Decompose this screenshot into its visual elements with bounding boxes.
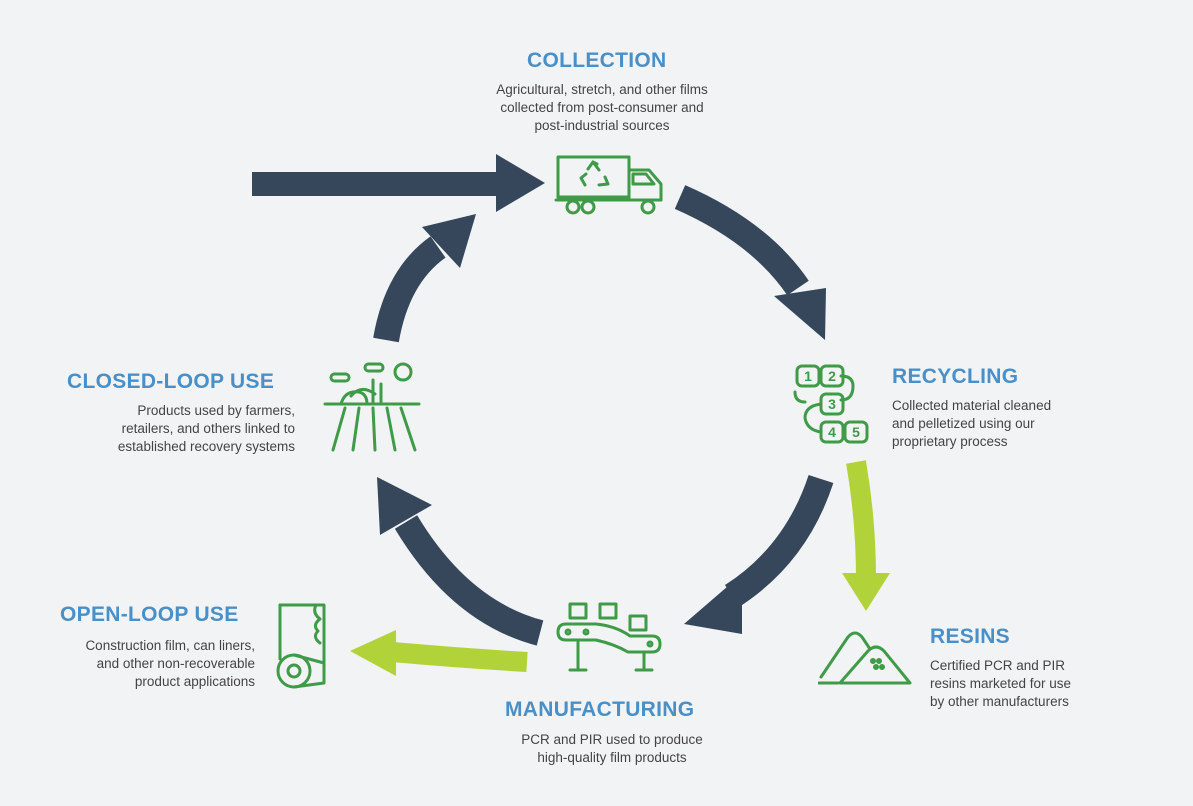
manufacturing-description: PCR and PIR used to produce high-quality… xyxy=(472,731,752,767)
recycling-title: RECYCLING xyxy=(892,365,1019,388)
manufacturing-line-2: high-quality film products xyxy=(537,750,687,765)
open-loop-description: Construction film, can liners, and other… xyxy=(20,637,255,691)
step-4-label: 4 xyxy=(828,424,836,440)
arrow-manufacturing-to-closed-loop-head xyxy=(377,477,432,535)
collection-description: Agricultural, stretch, and other films c… xyxy=(457,81,747,135)
resin-pile-icon xyxy=(818,631,912,685)
arrow-recycling-to-manufacturing-head xyxy=(684,574,742,634)
arrow-closed-loop-to-collection-head xyxy=(422,214,476,268)
manufacturing-line-1: PCR and PIR used to produce xyxy=(521,732,703,747)
collection-line-3: post-industrial sources xyxy=(534,118,670,133)
process-steps-icon: 1 2 3 4 5 xyxy=(793,364,869,444)
farm-field-icon xyxy=(323,362,421,452)
recycling-truck-icon xyxy=(554,155,663,215)
resins-title: RESINS xyxy=(930,625,1010,648)
arrow-manufacturing-to-open-loop xyxy=(391,642,528,672)
arrow-into-collection xyxy=(252,154,545,212)
open-loop-line-3: product applications xyxy=(134,674,255,689)
step-3-label: 3 xyxy=(828,396,836,412)
resins-line-1: Certified PCR and PIR xyxy=(930,658,1066,673)
closed-loop-line-1: Products used by farmers, xyxy=(137,403,295,418)
resins-line-3: by other manufacturers xyxy=(930,694,1069,709)
resins-line-2: resins marketed for use xyxy=(930,676,1072,691)
closed-loop-line-3: established recovery systems xyxy=(117,439,295,454)
recycling-description: Collected material cleaned and pelletize… xyxy=(892,397,1122,451)
conveyor-belt-icon xyxy=(556,602,662,672)
step-5-label: 5 xyxy=(852,424,860,440)
arrow-collection-to-recycling xyxy=(674,185,809,296)
step-2-label: 2 xyxy=(828,368,836,384)
open-loop-title: OPEN-LOOP USE xyxy=(60,603,239,626)
collection-line-1: Agricultural, stretch, and other films xyxy=(496,82,708,97)
recycling-line-1: Collected material cleaned xyxy=(892,398,1052,413)
resins-description: Certified PCR and PIR resins marketed fo… xyxy=(930,657,1150,711)
film-roll-icon xyxy=(276,603,326,689)
arrow-recycling-to-manufacturing xyxy=(724,474,834,607)
closed-loop-description: Products used by farmers, retailers, and… xyxy=(40,402,295,456)
collection-line-2: collected from post-consumer and xyxy=(500,100,704,115)
collection-title: COLLECTION xyxy=(527,49,667,72)
arrow-manufacturing-to-open-loop-head xyxy=(350,630,396,676)
manufacturing-title: MANUFACTURING xyxy=(505,698,695,721)
arrow-recycling-to-resins xyxy=(846,460,876,579)
arrow-recycling-to-resins-head xyxy=(842,573,890,611)
recycling-line-2: and pelletized using our xyxy=(892,416,1035,431)
step-1-label: 1 xyxy=(804,368,812,384)
open-loop-line-2: and other non-recoverable xyxy=(96,656,255,671)
arrow-manufacturing-to-closed-loop xyxy=(394,515,544,646)
arrow-closed-loop-to-collection xyxy=(373,236,446,343)
closed-loop-title: CLOSED-LOOP USE xyxy=(67,370,275,393)
closed-loop-line-2: retailers, and others linked to xyxy=(121,421,295,436)
arrow-collection-to-recycling-head xyxy=(774,288,826,340)
recycling-line-3: proprietary process xyxy=(892,434,1008,449)
open-loop-line-1: Construction film, can liners, xyxy=(85,638,255,653)
